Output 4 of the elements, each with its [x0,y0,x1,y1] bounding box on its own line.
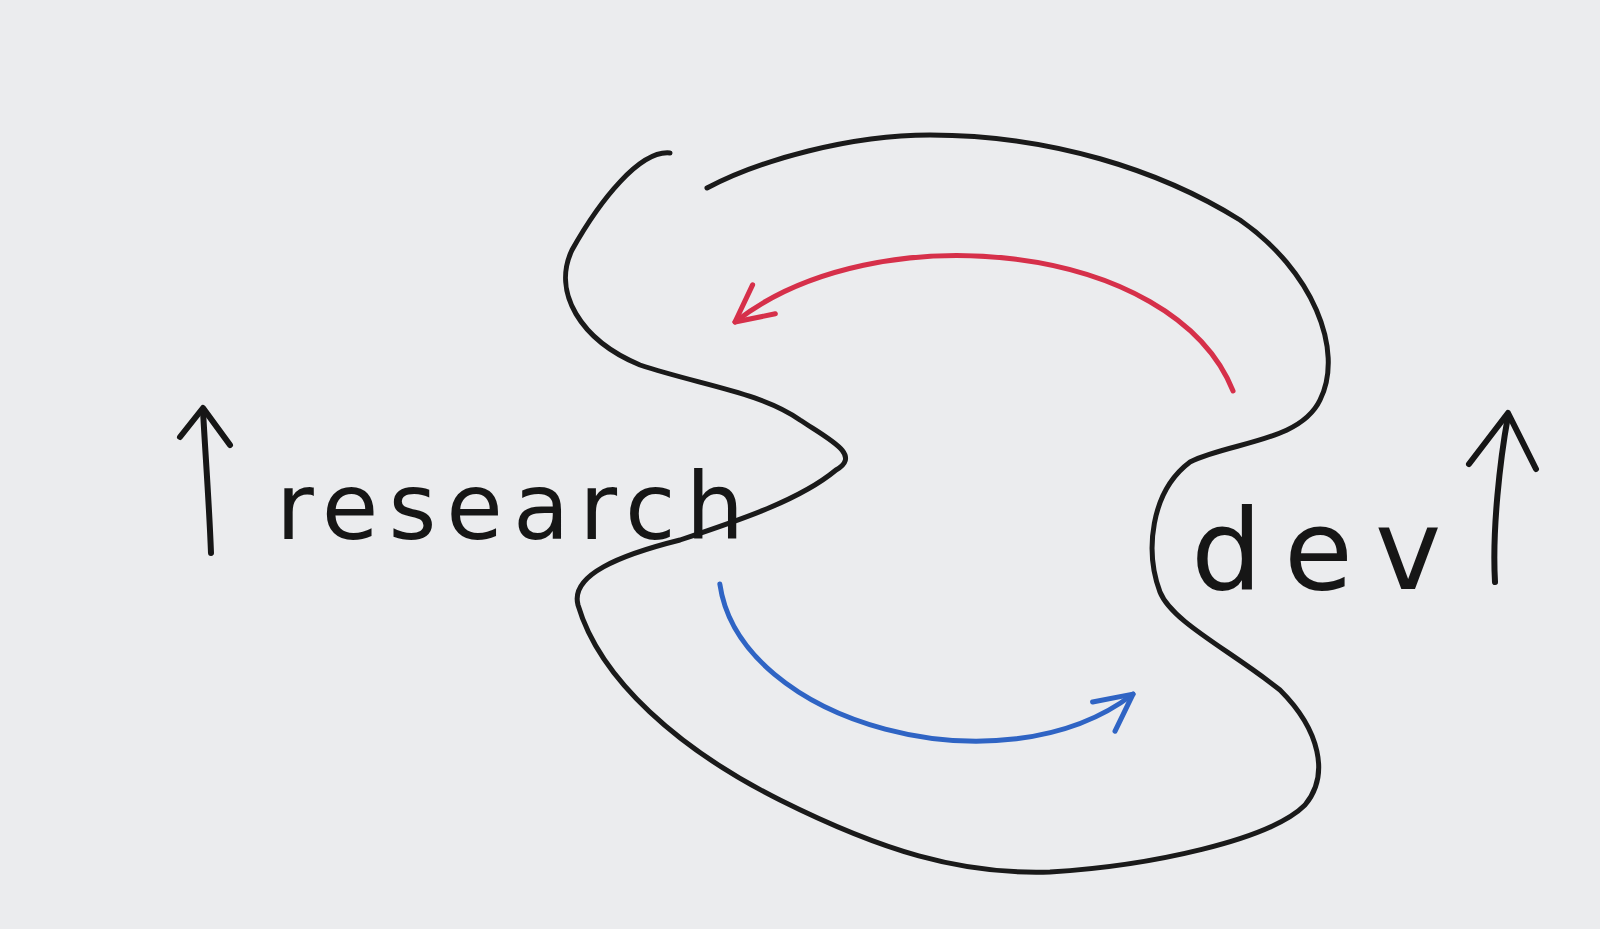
node-label: dev [1191,494,1464,606]
arrow [732,253,1236,394]
node-label: research [276,462,754,554]
arrow [717,581,1136,744]
